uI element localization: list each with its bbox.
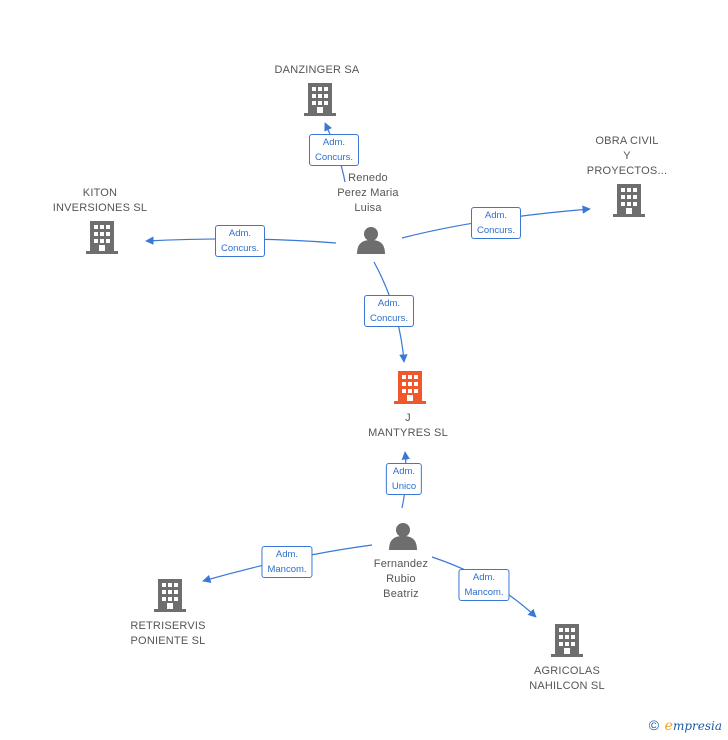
edge-label-fernandez-agricolas[interactable]: Adm. Mancom. [458,569,510,601]
node-label-obra-civil[interactable]: OBRA CIVIL Y PROYECTOS... [587,134,667,179]
edge-label-line: Concurs. [220,243,260,254]
label-line: Renedo [348,172,388,184]
edge-label-line: Concurs. [476,225,516,236]
edge-label-line: Adm. [377,298,401,309]
label-line: Perez Maria [337,187,399,199]
building-icon[interactable] [154,579,186,612]
building-icon[interactable] [86,221,118,254]
node-label-kiton[interactable]: KITON INVERSIONES SL [53,186,148,216]
brand-name: mpresia [672,719,722,733]
label-line: MANTYRES SL [368,427,448,439]
edge-label-line: Mancom. [464,587,504,598]
copyright-icon: © [648,717,660,733]
label-line: NAHILCON SL [529,680,605,692]
node-label-agricolas[interactable]: AGRICOLAS NAHILCON SL [529,664,605,694]
edge-label-renedo-kiton[interactable]: Adm. Concurs. [214,225,266,257]
edge-label-line: Concurs. [369,313,409,324]
building-icon[interactable] [613,184,645,217]
label-line: Y [623,150,631,162]
edge-label-renedo-danzinger[interactable]: Adm. Concurs. [308,134,360,166]
node-label-fernandez[interactable]: Fernandez Rubio Beatriz [374,557,428,602]
label-line: PONIENTE SL [130,635,206,647]
edge-label-line: Adm. [472,572,496,583]
label-line: INVERSIONES SL [52,202,148,214]
edge-label-renedo-obra[interactable]: Adm. Concurs. [470,207,522,239]
building-icon[interactable] [551,624,583,657]
edge-label-line: Unico [391,481,417,492]
edge-label-fernandez-retriservis[interactable]: Adm. Mancom. [261,546,313,578]
label-line: DANZINGER SA [274,64,360,76]
node-label-renedo[interactable]: Renedo Perez Maria Luisa [337,171,399,216]
building-icon[interactable] [304,83,336,116]
label-line: J [405,412,411,424]
label-line: PROYECTOS... [586,165,668,177]
edge-label-line: Concurs. [314,152,354,163]
brand-footer: © empresia [649,717,722,734]
node-label-danzinger[interactable]: DANZINGER SA [275,63,360,78]
edge-label-renedo-mantyres[interactable]: Adm. Concurs. [363,295,415,327]
edge-label-line: Mancom. [267,564,307,575]
label-line: AGRICOLAS [534,665,600,677]
edge-label-line: Adm. [322,137,346,148]
edge-label-fernandez-mantyres[interactable]: Adm. Unico [385,463,423,495]
label-line: Beatriz [383,588,419,600]
edge-label-line: Adm. [392,466,416,477]
label-line: OBRA CIVIL [595,135,659,147]
person-icon[interactable] [389,523,417,550]
label-line: KITON [82,187,118,199]
edge-label-line: Adm. [275,549,299,560]
label-line: Fernandez [373,558,429,570]
edge-label-line: Adm. [228,228,252,239]
person-icon[interactable] [357,227,385,254]
label-line: Rubio [386,573,416,585]
node-label-j-mantyres[interactable]: J MANTYRES SL [368,411,448,441]
brand-initial: e [664,718,673,734]
label-line: RETRISERVIS [130,620,206,632]
label-line: Luisa [354,202,382,214]
edge-label-line: Adm. [484,210,508,221]
node-label-retriservis[interactable]: RETRISERVIS PONIENTE SL [130,619,205,649]
building-icon[interactable] [394,371,426,404]
